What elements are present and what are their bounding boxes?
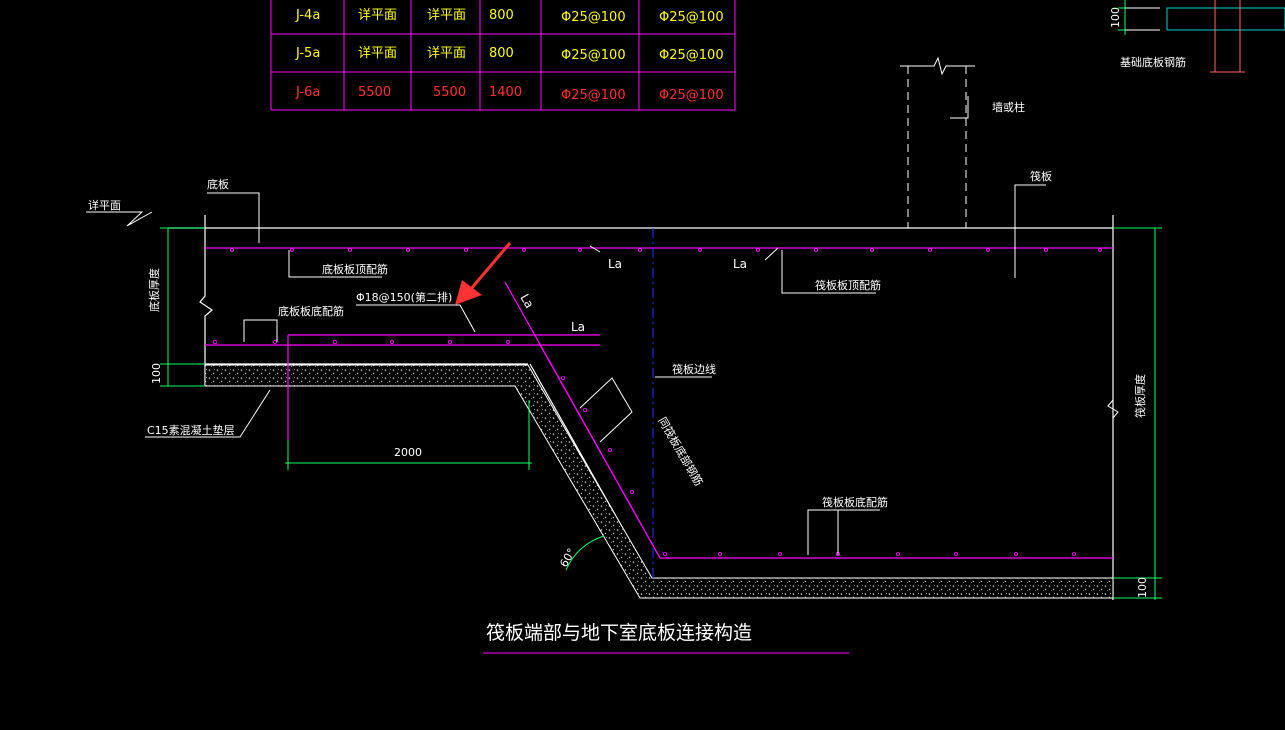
table-row-2-c3: 详平面 <box>427 46 466 61</box>
slab-outline <box>168 215 1114 600</box>
floor-slab-label: 底板 <box>207 177 229 191</box>
slab-top-rebar-label: 底板板顶配筋 <box>322 262 388 276</box>
raft-thickness-label: 筏板厚度 <box>1133 374 1147 418</box>
cushion-label: C15素混凝土垫层 <box>147 423 235 437</box>
top-right-partial-detail: 100 基础底板钢筋 <box>1109 0 1285 73</box>
table-row-3-id: J-6a <box>295 85 320 100</box>
c15-cushion-layer <box>204 364 1114 599</box>
dimension-lines <box>160 227 1162 600</box>
table-row-2-id: J-5a <box>295 46 320 61</box>
table-row-2-c4: 800 <box>489 46 514 61</box>
angle-label: 60° <box>557 546 578 569</box>
table-row-3-c4: 1400 <box>489 85 522 100</box>
leader-lines <box>86 184 1046 555</box>
wall-column-label: 墙或柱 <box>992 100 1025 114</box>
rebar-dots <box>212 247 1103 557</box>
la-label-3: La <box>571 320 585 334</box>
table-row-2-c2: 详平面 <box>358 46 397 61</box>
raft-edge-line-label: 筏板边线 <box>672 362 716 376</box>
la-label-1: La <box>608 257 622 271</box>
table-row-3-c5: Φ25@100 <box>561 88 626 103</box>
table-row-1-id: J-4a <box>295 8 320 23</box>
table-row-1-c4: 800 <box>489 8 514 23</box>
la-label-2: La <box>733 257 747 271</box>
red-annotation-arrow <box>455 242 512 305</box>
slab-thickness-label: 底板厚度 <box>147 268 161 312</box>
wall-column <box>900 56 975 228</box>
dim-100-right: 100 <box>1136 577 1149 598</box>
table-row-3-c6: Φ25@100 <box>659 88 724 103</box>
table-row-1-c5: Φ25@100 <box>561 10 626 25</box>
table-row-3-c2: 5500 <box>358 85 391 100</box>
table-row-2-c5: Φ25@100 <box>561 48 626 63</box>
raft-bottom-rebar-label: 筏板板底配筋 <box>822 495 888 509</box>
la-label-diag: La <box>517 292 536 311</box>
second-row-rebar-label: Φ18@150(第二排) <box>356 290 452 304</box>
table-row-1-c2: 详平面 <box>358 8 397 23</box>
dim-2000-label: 2000 <box>394 446 422 459</box>
drawing-title: 筏板端部与地下室底板连接构造 <box>486 622 752 644</box>
dimension-break-marks <box>1107 399 1119 419</box>
table-row-3-c3: 5500 <box>433 85 466 100</box>
top-right-dim-100: 100 <box>1109 7 1122 28</box>
table-row-2-c6: Φ25@100 <box>659 48 724 63</box>
top-right-caption: 基础底板钢筋 <box>1120 55 1186 69</box>
raft-top-rebar-label: 筏板板顶配筋 <box>815 278 881 292</box>
slope-rebar-note: 同筏板底部钢筋 <box>655 415 706 489</box>
slab-bottom-rebar-label: 底板板底配筋 <box>278 304 344 318</box>
dim-100-left: 100 <box>150 363 163 384</box>
table-row-1-c6: Φ25@100 <box>659 10 724 25</box>
rebar-lines <box>205 247 1113 559</box>
raft-label: 筏板 <box>1030 169 1052 183</box>
rebar-schedule-table: J-4a 详平面 详平面 800 Φ25@100 Φ25@100 J-5a 详平… <box>270 0 736 111</box>
detail-plan-label: 详平面 <box>88 198 121 212</box>
table-row-1-c3: 详平面 <box>427 8 466 23</box>
